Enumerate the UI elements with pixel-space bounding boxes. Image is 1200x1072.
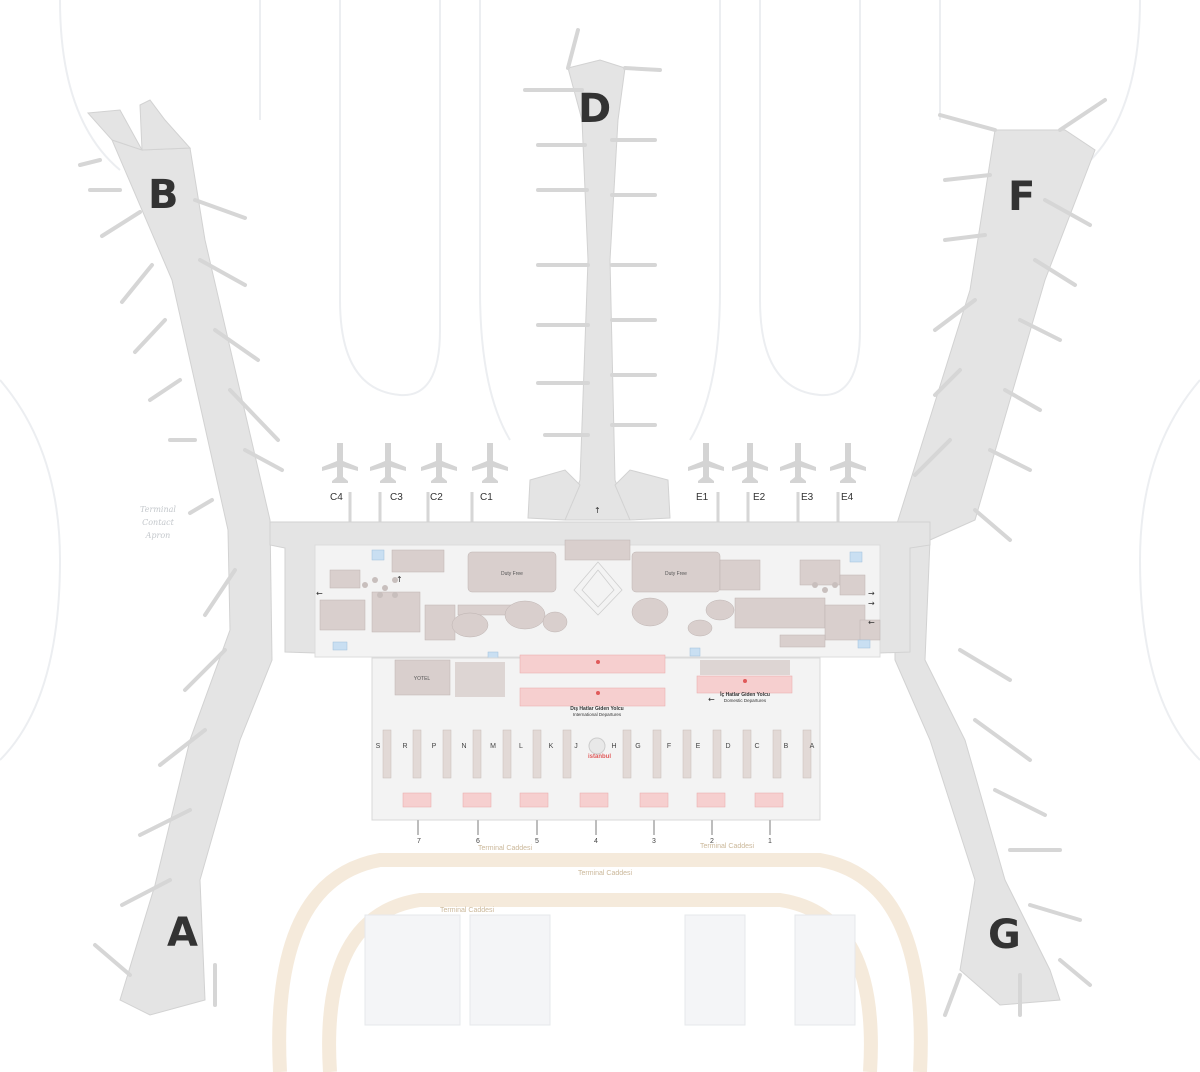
svg-text:5: 5	[535, 838, 539, 845]
gate-c1: C1	[480, 492, 493, 503]
gate-c3: C3	[390, 492, 403, 503]
pier-label-a: A	[167, 910, 198, 956]
restrooms	[332, 549, 871, 661]
arrow-right-icon-2: →	[868, 599, 875, 608]
pier-d	[527, 59, 671, 521]
pier-label-b: B	[148, 172, 179, 218]
airside-shops	[319, 539, 881, 648]
arrow-up-icon-2: ↑	[396, 575, 403, 584]
pier-label-d: D	[578, 86, 611, 132]
svg-text:G: G	[635, 743, 640, 750]
svg-text:N: N	[461, 743, 466, 750]
road-labels: Terminal Caddesi Terminal Caddesi Termin…	[440, 843, 755, 914]
parking-areas	[364, 914, 856, 1026]
gate-labels: C4 C3 C2 C1 E1 E2 E3 E4	[330, 492, 854, 503]
svg-text:Terminal Caddesi: Terminal Caddesi	[478, 845, 533, 852]
duty-free-labels: Duty Free Duty Free YOTEL	[414, 571, 687, 682]
svg-text:P: P	[432, 743, 437, 750]
landside-roads	[272, 853, 928, 1072]
arrow-left-icon-2: ←	[708, 695, 715, 704]
svg-text:A: A	[810, 743, 815, 750]
jet-bridges-west	[78, 158, 284, 1007]
apron-label: Terminal Contact Apron	[140, 505, 176, 540]
departure-signs: Dış Hatlar Giden Yolcu International Dep…	[570, 691, 770, 717]
security-markers	[596, 660, 747, 695]
intl-departures-tr: Dış Hatlar Giden Yolcu	[570, 706, 623, 712]
svg-text:4: 4	[594, 838, 598, 845]
direction-arrows: ← → → ↑ ↑ ← ←	[316, 506, 875, 704]
aircraft-icons	[322, 443, 866, 483]
svg-text:K: K	[549, 743, 554, 750]
arrow-left-icon-3: ←	[868, 618, 875, 627]
brand-label: istanbul	[588, 754, 611, 760]
svg-text:H: H	[611, 743, 616, 750]
entrance-vestibules	[402, 792, 784, 808]
svg-text:J: J	[574, 743, 578, 750]
gate-c4: C4	[330, 492, 343, 503]
svg-text:M: M	[490, 743, 496, 750]
svg-text:Contact: Contact	[142, 518, 175, 527]
dom-departures-tr: İç Hatlar Giden Yolcu	[720, 691, 770, 698]
svg-text:Terminal Caddesi: Terminal Caddesi	[578, 870, 633, 877]
gate-c2: C2	[430, 492, 443, 503]
intl-departures-en: International Departures	[573, 712, 622, 717]
entrance-doors	[417, 820, 771, 835]
svg-text:7: 7	[417, 838, 421, 845]
svg-text:2: 2	[710, 838, 714, 845]
pier-b-a	[111, 139, 273, 1016]
jet-bridges-east	[913, 98, 1107, 1017]
taxiway-lines	[0, 0, 1200, 761]
dom-departures-en: Domestic Departures	[724, 698, 767, 703]
entrance-numbers: 7 6 5 4 3 2 1	[417, 838, 772, 845]
gate-e4: E4	[841, 492, 854, 503]
gate-e3: E3	[801, 492, 814, 503]
svg-text:Terminal Caddesi: Terminal Caddesi	[440, 907, 495, 914]
pier-letters: B D F A G	[148, 86, 1035, 958]
svg-text:E: E	[696, 743, 701, 750]
information-desk	[588, 737, 606, 755]
gate-e1: E1	[696, 492, 709, 503]
gate-e2: E2	[753, 492, 766, 503]
svg-text:B: B	[784, 743, 789, 750]
pier-b-head	[86, 99, 192, 151]
checkin-counters	[382, 729, 812, 779]
pier-label-f: F	[1008, 174, 1035, 220]
duty-free-left: Duty Free	[501, 571, 523, 577]
seating-clusters	[362, 577, 838, 598]
arrow-left-icon: ←	[316, 589, 323, 598]
yotel-label: YOTEL	[414, 676, 431, 682]
svg-text:Apron: Apron	[145, 531, 171, 540]
svg-text:F: F	[667, 743, 671, 750]
svg-text:R: R	[402, 743, 407, 750]
duty-free-right: Duty Free	[665, 571, 687, 577]
svg-text:1: 1	[768, 838, 772, 845]
central-atrium	[573, 561, 623, 616]
svg-text:Terminal Caddesi: Terminal Caddesi	[700, 843, 755, 850]
svg-text:D: D	[725, 743, 730, 750]
arrow-right-icon: →	[868, 589, 875, 598]
svg-text:S: S	[376, 743, 381, 750]
checkin-row-labels: S R P N M L K J H G F E D C B A	[376, 743, 815, 750]
pier-f-g	[894, 129, 1096, 1006]
svg-text:C: C	[754, 743, 759, 750]
svg-text:6: 6	[476, 838, 480, 845]
security-checkpoints	[519, 654, 793, 707]
jet-bridges-north	[523, 28, 662, 437]
contact-gate-bridges	[348, 492, 840, 522]
svg-text:3: 3	[652, 838, 656, 845]
arrow-up-icon: ↑	[594, 506, 601, 515]
svg-text:L: L	[519, 743, 523, 750]
svg-text:Terminal: Terminal	[140, 505, 176, 514]
pier-label-g: G	[988, 912, 1021, 958]
